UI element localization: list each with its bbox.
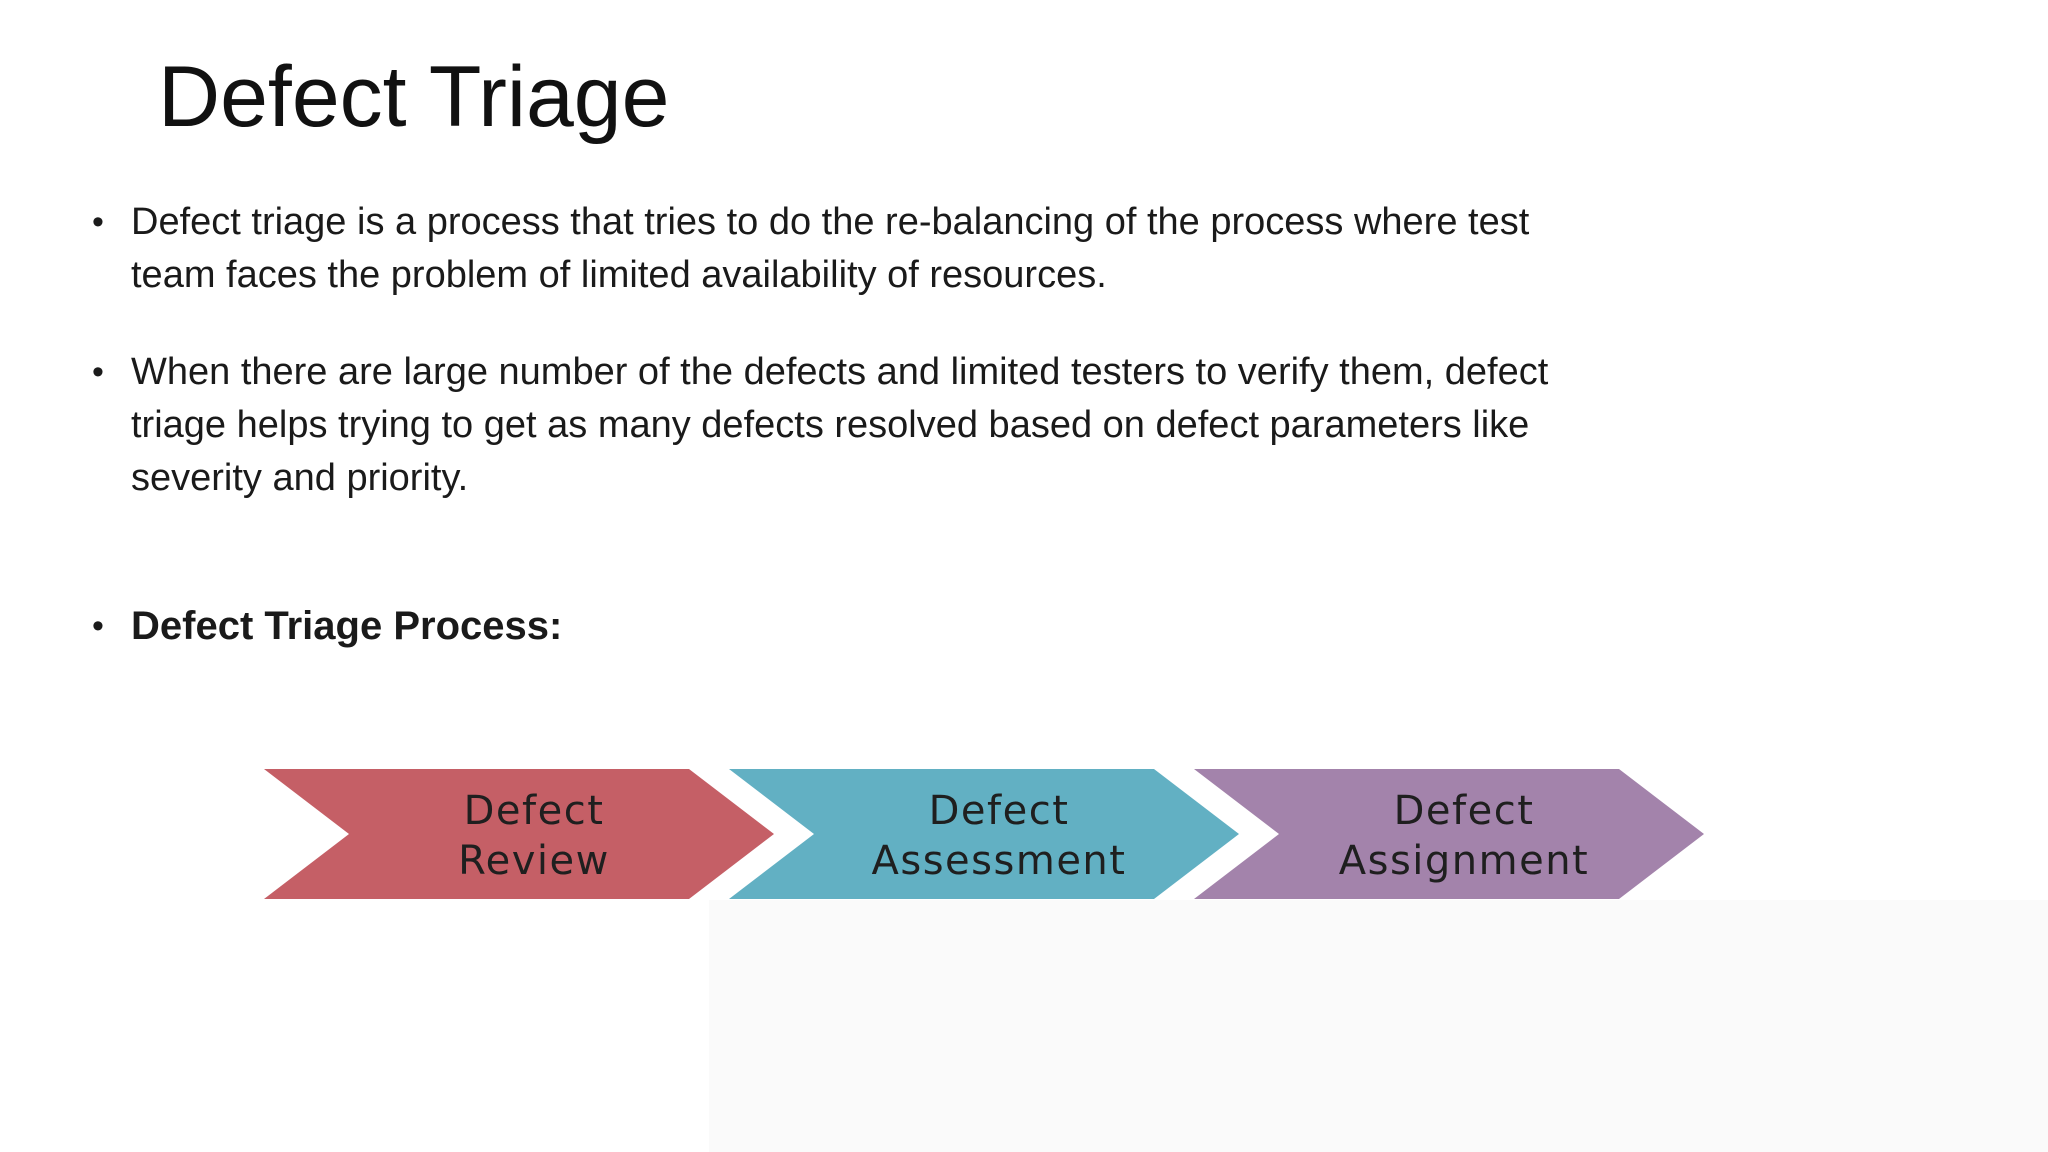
bullet-line: severity and priority. [131,457,469,499]
bullet-text: When there are large number of the defec… [131,346,1548,505]
bullet-item-definition: • Defect triage is a process that tries … [92,196,1972,302]
bullet-dot: • [92,353,104,391]
chevron-defect-assignment [1194,769,1704,899]
bullet-item-process-heading: • Defect Triage Process: [92,600,1972,653]
bullet-list: • Defect triage is a process that tries … [92,196,1972,653]
bullet-line: triage helps trying to get as many defec… [131,404,1530,446]
bullet-line: team faces the problem of limited availa… [131,254,1107,296]
bullet-text: Defect Triage Process: [131,600,562,653]
chevron-label-line: Defect [1394,788,1535,834]
page-title: Defect Triage [158,49,670,145]
chevron-label-line: Defect [929,788,1070,834]
chevron-label-line: Assessment [872,838,1127,884]
bullet-dot: • [92,607,104,645]
bullet-line: When there are large number of the defec… [131,351,1549,393]
bullet-text: Defect triage is a process that tries to… [131,196,1529,302]
chevron-defect-assessment [729,769,1239,899]
bullet-item-explanation: • When there are large number of the def… [92,346,1972,505]
bullet-line: Defect Triage Process: [131,604,563,648]
chevron-label-line: Defect [464,788,605,834]
background-shade [709,900,2048,1152]
chevron-defect-review [264,769,774,899]
chevron-label-line: Review [458,838,610,884]
process-diagram: Defect Review Defect Assessment Defect A… [264,769,1704,899]
chevron-label-line: Assignment [1339,838,1590,884]
bullet-line: Defect triage is a process that tries to… [131,201,1530,243]
bullet-dot: • [92,203,104,241]
